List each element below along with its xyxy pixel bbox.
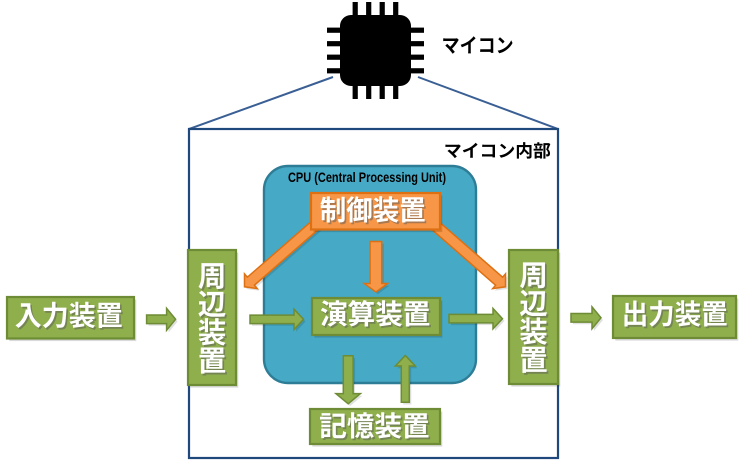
svg-text:CPU (Central Processing Unit: CPU (Central Processing Unit) xyxy=(288,170,446,185)
